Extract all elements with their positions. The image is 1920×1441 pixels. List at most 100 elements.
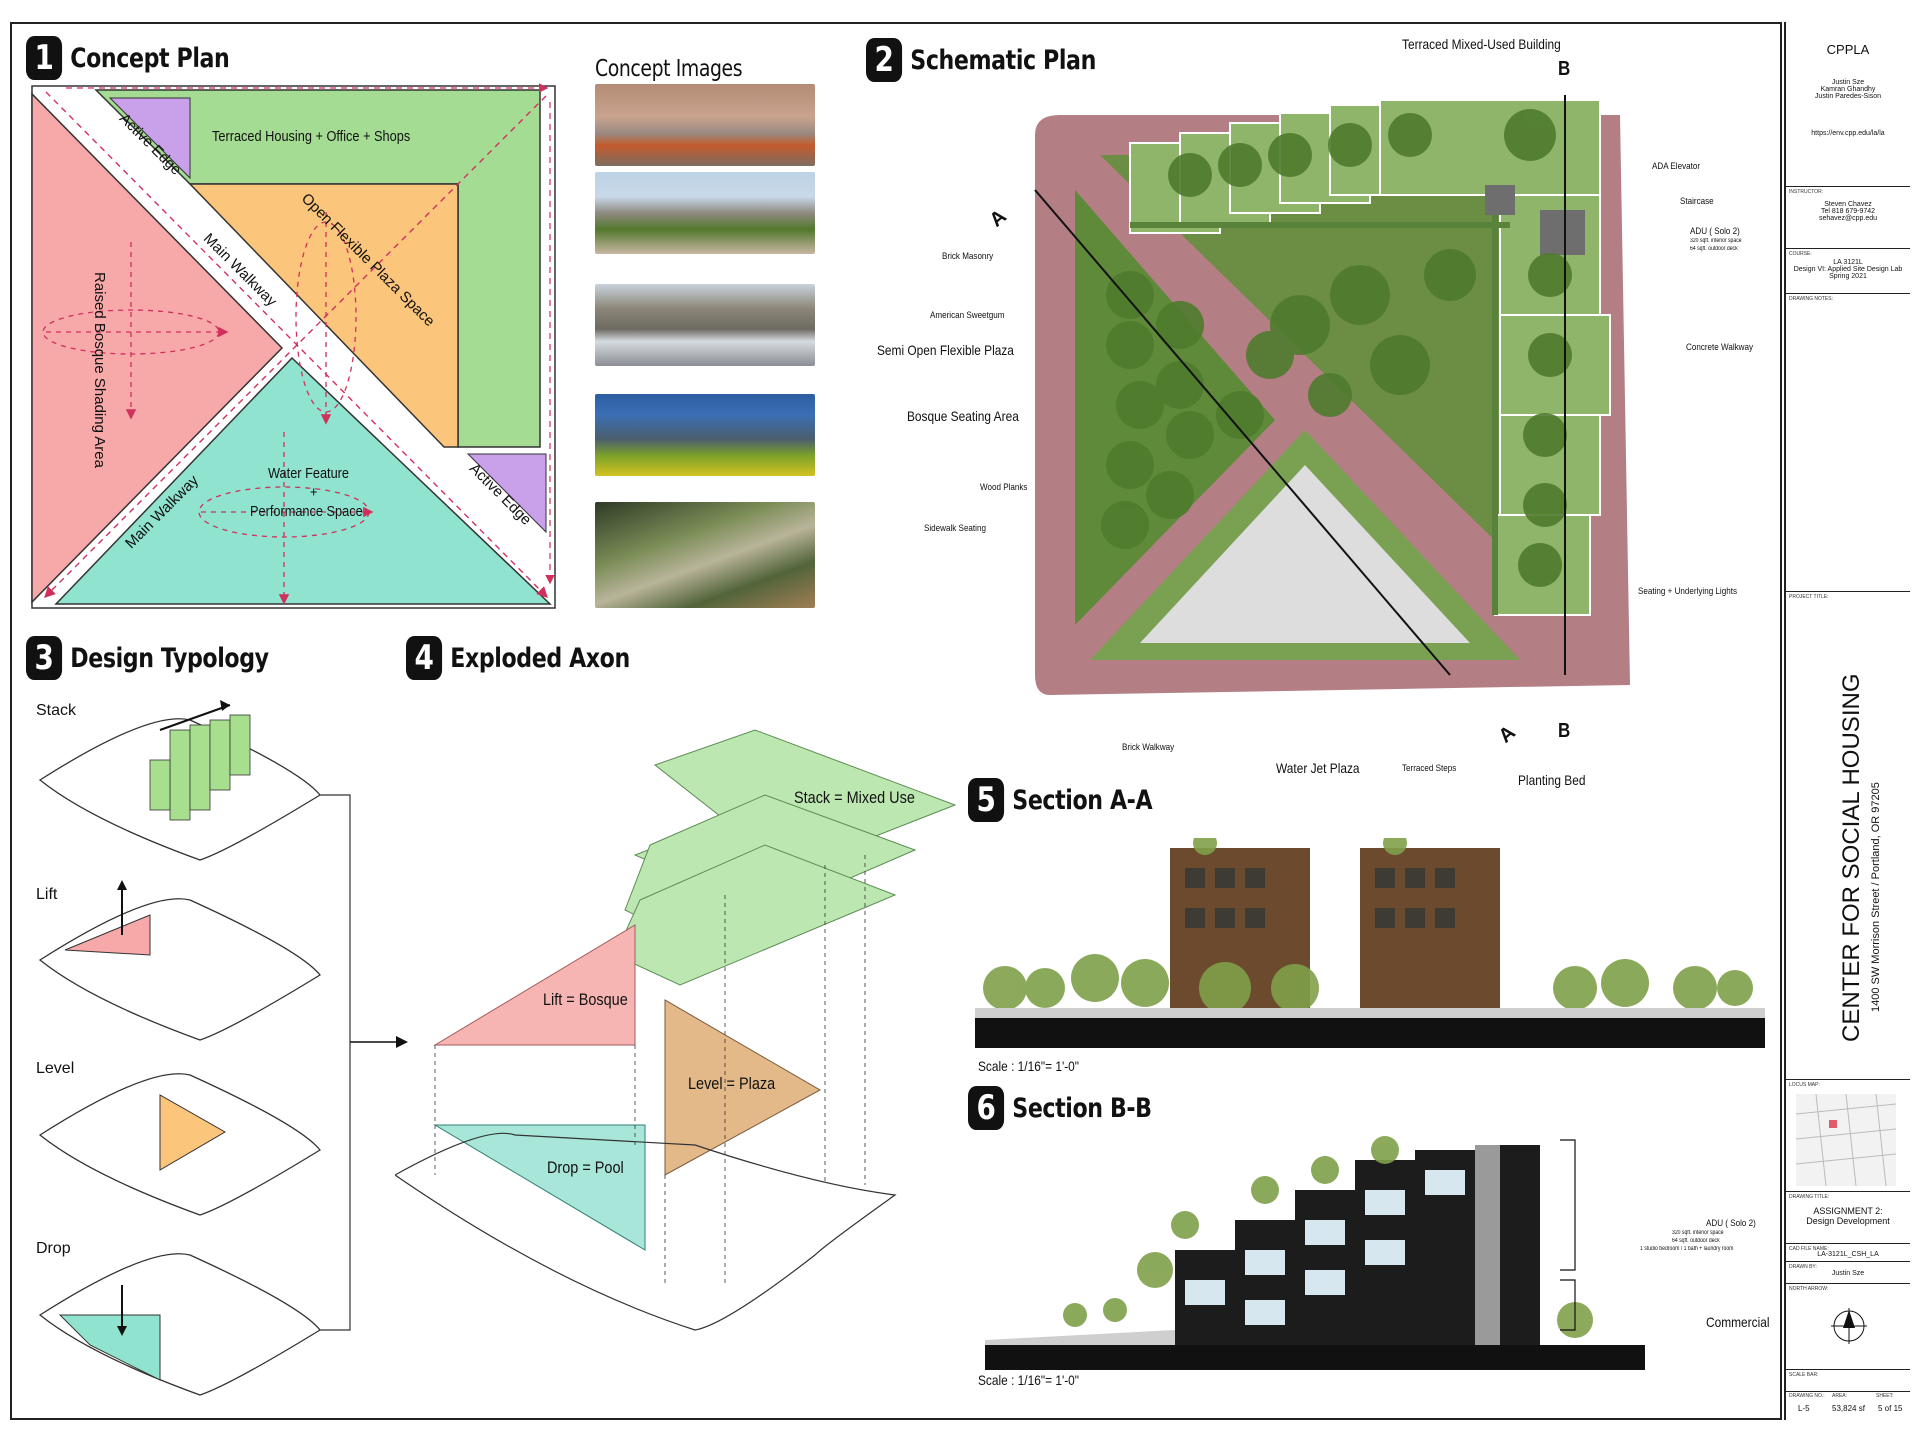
tb-drawing-no-label: DRAWING NO.: [1789,1393,1825,1399]
tb-drawing-title-cell: DRAWING TITLE: ASSIGNMENT 2: Design Deve… [1786,1192,1910,1244]
tb-drawing-title-1: ASSIGNMENT 2: [1813,1206,1883,1216]
bosque-zone [31,92,284,604]
tb-course-label: COURSE: [1789,251,1812,257]
label-terraced-building: Terraced Mixed-Used Building [1402,36,1561,52]
tb-notes-label: DRAWING NOTES: [1789,296,1833,302]
level-plaza-layer [664,999,822,1176]
concept-photo-walkway [595,502,815,608]
label-adu-note2: 64 sqft. outdoor deck [1690,246,1738,252]
schematic-plan-heading: 2 Schematic Plan [866,38,1096,82]
tb-area: 53,824 sf [1832,1404,1865,1413]
locus-map [1796,1094,1896,1186]
section-number: 4 [406,636,443,680]
section-b-top-marker: B [1558,58,1571,80]
tb-team-1: Justin Sze [1831,79,1865,86]
tb-project-address: 1400 SW Morrison Street / Portland, OR 9… [1870,782,1882,1012]
label-american-sweetgum: American Sweetgum [930,310,1005,321]
axon-drop-label: Drop = Pool [547,1158,624,1177]
bb-label-adu-note3: 1 studio bedroom / 1 bath + laundry room [1640,1246,1734,1252]
plaza-zone [188,183,459,448]
concept-images-heading: Concept Images [595,56,743,82]
design-typology-heading: 3 Design Typology [26,636,269,680]
tb-instructor-3: sehavez@cpp.edu [1818,215,1878,222]
label-brick-masonry: Brick Masonry [942,251,994,262]
typology-lift-label: Lift [36,886,58,903]
concept-plan-diagram [31,83,556,609]
concept-photo-cafe-seating [595,84,815,166]
water-feature-label: Water Feature [268,465,350,482]
section-aa-heading: 5 Section A-A [968,778,1153,822]
tb-firm-cell: CPPLA Justin Sze Kamran Ghandhy Justin P… [1786,22,1910,187]
section-line-aa [1034,189,1451,676]
section-title: Schematic Plan [910,44,1096,76]
axon-lift-label: Lift = Bosque [543,990,628,1009]
section-number: 5 [968,778,1005,822]
label-brick-walkway: Brick Walkway [1122,742,1175,753]
label-planting-bed: Planting Bed [1518,772,1586,788]
section-b-bottom-marker: B [1558,720,1571,742]
tb-instructor-label: INSTRUCTOR: [1789,189,1824,195]
section-aa-scale: Scale : 1/16"= 1'-0" [978,1058,1080,1074]
level-triangle [159,1094,227,1171]
typology-drop-label: Drop [36,1240,71,1257]
tb-north-cell: NORTH ARROW: [1786,1284,1910,1370]
section-aa-drawing [975,838,1765,1048]
typology-diagrams [38,700,408,1396]
tb-scale-label: SCALE BAR: [1789,1372,1819,1378]
exploded-axon-heading: 4 Exploded Axon [406,636,630,680]
tb-sheet-cell: DRAWING NO.: AREA: SHEET: L-5 53,824 sf … [1786,1392,1910,1418]
tb-instructor-1: Steven Chavez [1824,201,1872,208]
lift-triangle [64,914,151,956]
label-wood-planks: Wood Planks [980,482,1028,493]
active-edge-right [466,453,547,534]
tb-instructor-cell: INSTRUCTOR: Steven Chavez Tel 818 679-97… [1786,187,1910,249]
active-edge-top [108,97,191,180]
section-bb-scale: Scale : 1/16"= 1'-0" [978,1372,1080,1388]
tb-notes-cell: DRAWING NOTES: [1786,294,1910,592]
label-ada-elevator: ADA Elevator [1652,161,1701,172]
label-seating-lights: Seating + Underlying Lights [1638,586,1737,597]
section-title: Section B-B [1012,1092,1152,1124]
label-staircase: Staircase [1680,196,1714,207]
tb-cad-label: CAD FILE NAME: [1789,1246,1829,1252]
bb-label-commercial: Commercial [1706,1314,1770,1330]
section-bb-drawing [985,1136,1645,1370]
section-title: Concept Plan [70,42,230,74]
tb-scale-cell: SCALE BAR: [1786,1370,1910,1392]
bosque-label: Raised Bosque Shading Area [91,272,108,468]
exploded-axon-drawing [395,729,957,1331]
section-title: Design Typology [70,642,269,674]
section-number: 2 [866,38,903,82]
tb-drawn-label: DRAWN BY: [1789,1264,1817,1270]
schematic-plan-drawing [1034,95,1630,695]
axon-stack-label: Stack = Mixed Use [794,788,915,807]
tb-cad-file: LA-3121L_CSH_LA [1817,1251,1879,1258]
north-arrow-icon [1831,1308,1867,1344]
water-zone [54,356,552,605]
tb-url: https://env.cpp.edu/la/la [1811,130,1885,137]
title-block: CPPLA Justin Sze Kamran Ghandhy Justin P… [1784,22,1910,1420]
label-terraced-steps: Terraced Steps [1402,763,1457,774]
drop-pool-layer [433,1124,646,1251]
typology-level-label: Level [36,1060,75,1077]
tb-drawing-label: DRAWING TITLE: [1789,1194,1830,1200]
tb-instructor-2: Tel 818 679-9742 [1820,208,1876,215]
label-sidewalk-seating: Sidewalk Seating [924,523,986,534]
lift-bosque-layer [433,924,636,1046]
axon-level-label: Level = Plaza [688,1074,776,1093]
tb-north-label: NORTH ARROW: [1789,1286,1829,1292]
bb-label-adu: ADU ( Solo 2) [1706,1218,1756,1229]
tb-project-label: PROJECT TITLE: [1789,594,1829,600]
label-water-jet-plaza: Water Jet Plaza [1276,760,1360,776]
concept-plan-heading: 1 Concept Plan [26,36,230,80]
bb-label-adu-note2: 64 sqft. outdoor deck [1672,1238,1720,1244]
water-plus-label: + [310,484,318,501]
drawing-sheet [10,22,1782,1420]
label-concrete-walkway: Concrete Walkway [1686,342,1754,353]
label-adu: ADU ( Solo 2) [1690,226,1740,237]
lift-base [38,898,321,1041]
tb-course-1: LA 3121L [1833,259,1863,266]
label-bosque-seating: Bosque Seating Area [907,408,1019,424]
tb-cad-cell: CAD FILE NAME: LA-3121L_CSH_LA [1786,1244,1910,1262]
tb-firm: CPPLA [1826,42,1870,57]
